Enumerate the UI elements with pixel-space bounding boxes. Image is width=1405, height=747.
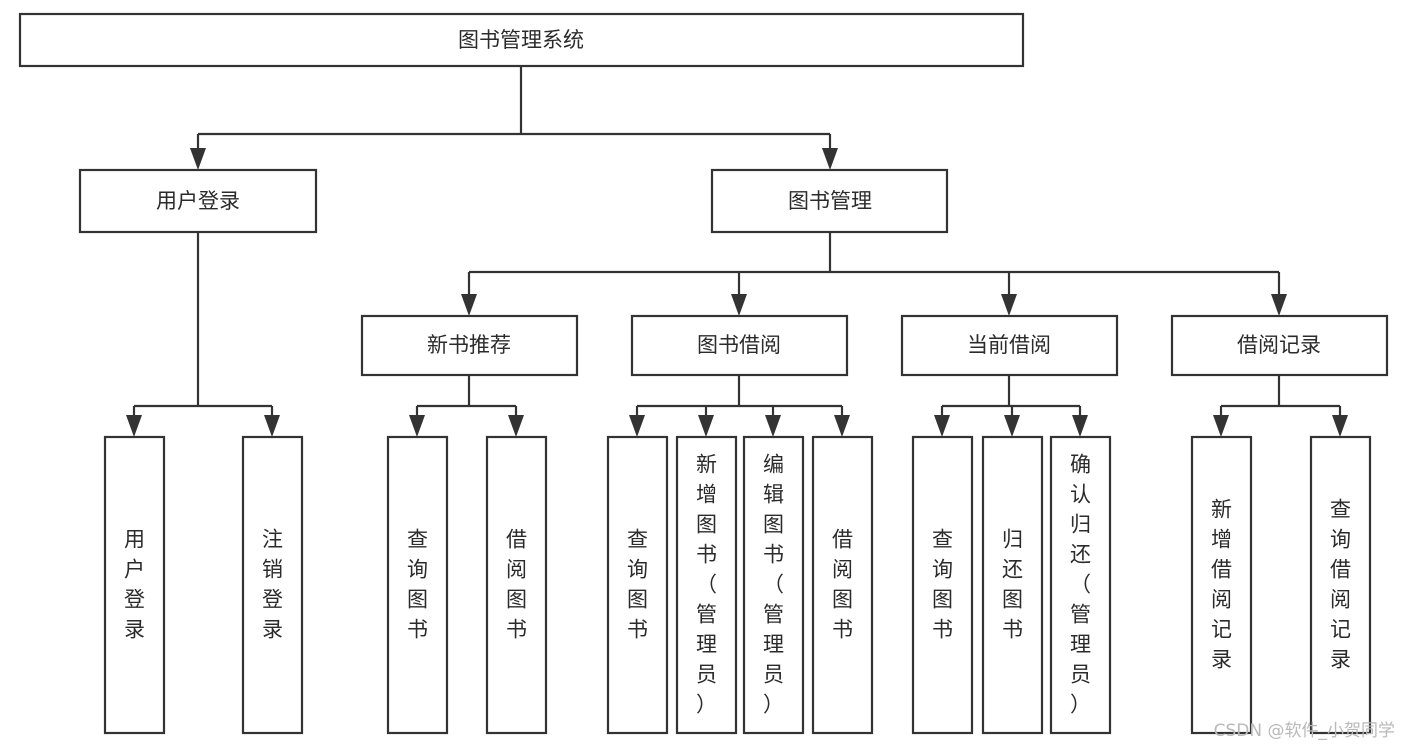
node-root[interactable]: 图书管理系统 [18,12,1025,68]
arrow-new-book-rec [461,294,477,316]
leaf-node[interactable]: 借阅图书 [485,435,548,735]
leaf-node-label: 查询图书 [407,528,428,642]
leaf-node-box[interactable] [1049,435,1112,735]
leaf-node-layer: 用户登录 注销登录 查询图书 借阅图书 查询图书 新增图书（管理员） 编辑图书（管理员） 借阅… [103,435,1372,735]
leaf-node-box[interactable] [742,435,805,735]
node-book-manage[interactable]: 图书管理 [710,168,949,234]
node-book-manage-box[interactable] [710,168,949,234]
leaf-node-label: 注销登录 [262,528,283,642]
arrow-book-borrow [731,294,747,316]
leaf-node-box[interactable] [1190,435,1253,735]
arrow-leaf-edit-book [765,415,781,437]
leaf-node-label: 查询图书 [627,528,648,642]
node-root-box[interactable] [18,12,1025,68]
leaf-node-label: 用户登录 [124,528,145,642]
node-current-borrow-label: 当前借阅 [967,333,1051,357]
arrow-current-borrow [1001,294,1017,316]
node-new-book-recommend-label: 新书推荐 [427,333,511,357]
leaf-node[interactable]: 注销登录 [241,435,304,735]
arrow-leaf-query-book-2 [629,415,645,437]
leaf-node-label: 确认归还（管理员） [1070,453,1091,717]
arrow-user-login [190,148,206,170]
node-borrow-record-label: 借阅记录 [1237,333,1321,357]
arrow-leaf-confirm-return [1072,415,1088,437]
connector-layer [126,66,1348,437]
leaf-node-label: 查询借阅记录 [1330,498,1351,672]
leaf-node[interactable]: 查询图书 [606,435,669,735]
leaf-node-label: 新增图书（管理员） [696,453,717,717]
node-book-borrow[interactable]: 图书借阅 [630,314,849,377]
leaf-node-label: 借阅图书 [506,528,527,642]
node-borrow-record-box[interactable] [1170,314,1389,377]
leaf-node-box[interactable] [811,435,874,735]
leaf-node[interactable]: 查询借阅记录 [1309,435,1372,735]
leaf-node-box[interactable] [485,435,548,735]
leaf-node-box[interactable] [911,435,974,735]
leaf-node-box[interactable] [386,435,449,735]
node-borrow-record[interactable]: 借阅记录 [1170,314,1389,377]
arrow-book-manage [822,148,838,170]
node-book-manage-label: 图书管理 [788,189,872,213]
leaf-node[interactable]: 新增图书（管理员） [675,435,738,735]
leaf-node[interactable]: 借阅图书 [811,435,874,735]
arrow-leaf-borrow-book-2 [834,415,850,437]
leaf-node[interactable]: 归还图书 [981,435,1044,735]
leaf-node-label: 借阅图书 [832,528,853,642]
arrow-leaf-return-book [1004,415,1020,437]
leaf-node-box[interactable] [103,435,166,735]
node-current-borrow-box[interactable] [900,314,1119,377]
leaf-node-box[interactable] [981,435,1044,735]
arrow-borrow-record [1271,294,1287,316]
leaf-node[interactable]: 确认归还（管理员） [1049,435,1112,735]
node-book-borrow-label: 图书借阅 [697,333,781,357]
node-new-book-recommend-box[interactable] [360,314,579,377]
leaf-node-label: 查询图书 [932,528,953,642]
arrow-leaf-query-book-1 [409,415,425,437]
node-new-book-recommend[interactable]: 新书推荐 [360,314,579,377]
node-current-borrow[interactable]: 当前借阅 [900,314,1119,377]
arrow-leaf-query-record [1332,415,1348,437]
node-user-login-box[interactable] [78,168,318,234]
leaf-node[interactable]: 查询图书 [911,435,974,735]
arrow-leaf-add-book [698,415,714,437]
leaf-node-label: 新增借阅记录 [1211,498,1232,672]
arrow-leaf-add-record [1213,415,1229,437]
arrow-leaf-user-login [126,415,142,437]
leaf-node[interactable]: 查询图书 [386,435,449,735]
arrow-leaf-logout-login [264,415,280,437]
arrow-leaf-borrow-book-1 [508,415,524,437]
leaf-node-label: 归还图书 [1002,528,1023,642]
node-user-login-label: 用户登录 [156,189,240,213]
leaf-node-box[interactable] [606,435,669,735]
arrow-leaf-query-book-3 [934,415,950,437]
node-book-borrow-box[interactable] [630,314,849,377]
leaf-node-box[interactable] [1309,435,1372,735]
leaf-node[interactable]: 编辑图书（管理员） [742,435,805,735]
leaf-node[interactable]: 新增借阅记录 [1190,435,1253,735]
leaf-node[interactable]: 用户登录 [103,435,166,735]
leaf-node-label: 编辑图书（管理员） [763,453,784,717]
node-root-label: 图书管理系统 [458,28,584,52]
leaf-node-box[interactable] [675,435,738,735]
node-user-login[interactable]: 用户登录 [78,168,318,234]
leaf-node-box[interactable] [241,435,304,735]
